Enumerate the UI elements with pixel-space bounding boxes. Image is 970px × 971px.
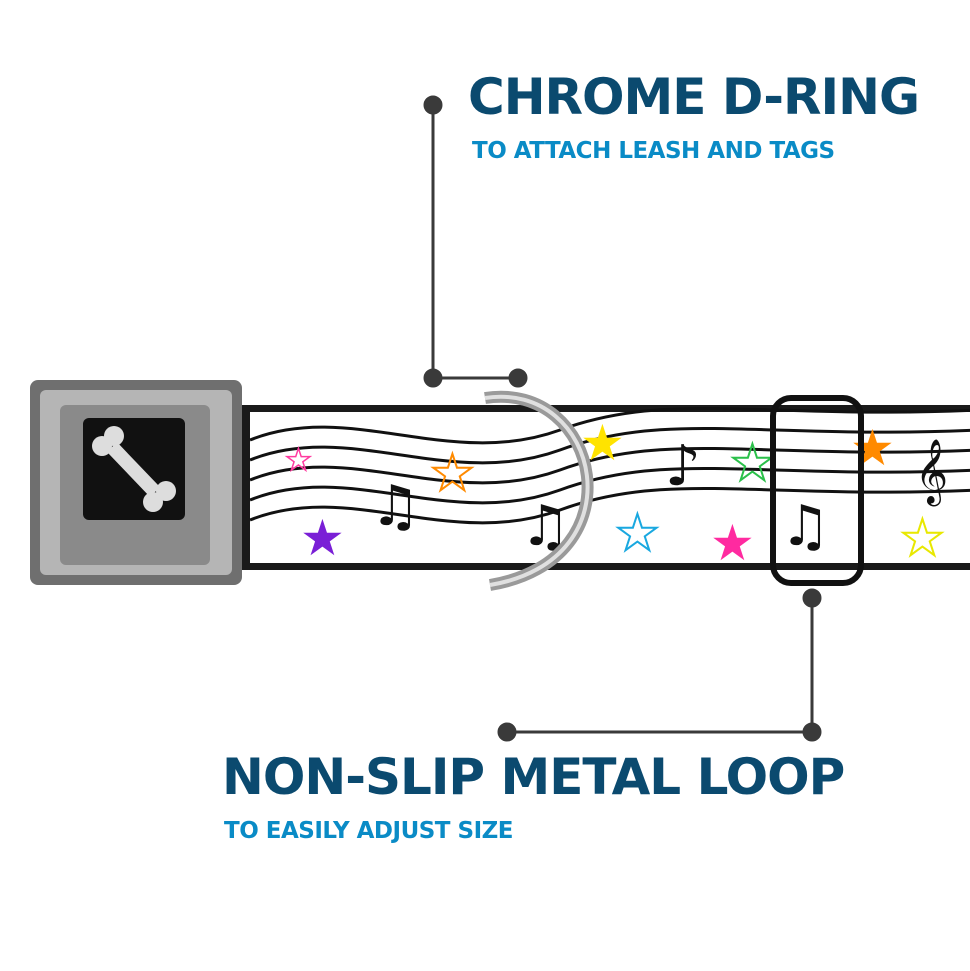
- d-ring: [484, 390, 594, 591]
- svg-text:♫: ♫: [780, 494, 830, 559]
- bone-icon: [92, 426, 176, 512]
- callout-lines: [423, 95, 822, 742]
- collar-strap: ♫♫ ♪♫ 𝄞 ★ ★ ★ ★ ★ ★ ★ ★ ★: [240, 405, 970, 572]
- svg-text:★: ★: [730, 434, 775, 492]
- svg-text:★: ★: [710, 514, 755, 572]
- d-ring-title: CHROME D-RING: [468, 68, 920, 126]
- metal-loop: [770, 395, 864, 586]
- svg-text:★: ★: [285, 443, 312, 478]
- svg-text:★: ★: [430, 444, 475, 502]
- svg-text:♪: ♪: [665, 434, 701, 499]
- buckle: [30, 380, 242, 585]
- stars: ★ ★ ★ ★ ★ ★ ★ ★ ★: [284, 414, 946, 572]
- loop-subtitle: TO EASILY ADJUST SIZE: [224, 818, 514, 844]
- loop-title: NON-SLIP METAL LOOP: [222, 748, 845, 806]
- svg-text:★: ★: [615, 504, 660, 562]
- svg-text:★: ★: [850, 419, 895, 477]
- music-staff: [249, 406, 970, 525]
- svg-text:★: ★: [900, 509, 945, 567]
- d-ring-subtitle: TO ATTACH LEASH AND TAGS: [472, 138, 835, 164]
- svg-text:♫: ♫: [370, 474, 420, 539]
- svg-text:𝄞: 𝄞: [915, 439, 948, 506]
- music-notes: ♫♫ ♪♫ 𝄞: [370, 434, 948, 559]
- svg-text:★: ★: [300, 509, 345, 567]
